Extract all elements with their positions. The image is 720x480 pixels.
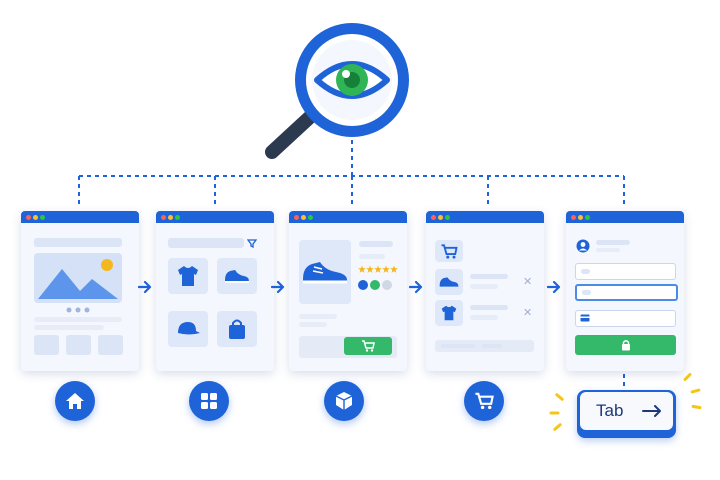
color-swatches[interactable] — [358, 279, 394, 291]
cart-item-thumbnail — [435, 269, 463, 295]
cart-item-text — [470, 305, 508, 310]
checkout-page-window — [566, 211, 684, 371]
star-icon — [390, 265, 398, 273]
arrow-right-icon — [409, 280, 423, 294]
step-home — [55, 381, 95, 421]
filter-icon — [247, 239, 257, 248]
tile-placeholder — [98, 335, 123, 355]
name-field[interactable] — [575, 263, 676, 280]
title-placeholder — [359, 241, 393, 247]
magnifier-eye-icon — [265, 23, 409, 159]
star-icon — [374, 265, 382, 273]
address-field-focused[interactable] — [575, 284, 678, 301]
cart-item-text — [470, 274, 508, 279]
add-to-cart-button[interactable] — [344, 337, 392, 355]
home-icon — [66, 393, 84, 409]
swatch-gray[interactable] — [382, 280, 392, 290]
field-icon — [582, 290, 591, 295]
star-icon — [358, 265, 366, 273]
tshirt-icon — [178, 266, 198, 286]
window-titlebar — [426, 211, 544, 223]
grid-icon — [201, 393, 217, 409]
user-avatar-icon — [576, 239, 590, 253]
cart-item-thumbnail — [435, 300, 463, 326]
carousel-dots — [66, 307, 90, 313]
arrow-right-icon — [271, 280, 285, 294]
product-image — [299, 240, 351, 304]
product-tile-shoe — [217, 258, 257, 294]
sneaker-icon — [225, 270, 249, 283]
box-icon — [335, 392, 353, 410]
swatch-blue[interactable] — [358, 280, 368, 290]
tile-placeholder — [34, 335, 59, 355]
cart-icon — [441, 243, 458, 259]
cart-icon — [475, 392, 494, 410]
tshirt-icon — [441, 305, 457, 321]
user-info-placeholder — [596, 248, 620, 252]
product-tile-cap — [168, 311, 208, 347]
search-bar-placeholder — [168, 238, 244, 248]
arrow-right-icon — [547, 280, 561, 294]
rating-stars — [358, 265, 398, 273]
window-titlebar — [289, 211, 407, 223]
swatch-green[interactable] — [370, 280, 380, 290]
text-placeholder — [359, 254, 385, 259]
product-tile-shirt — [168, 258, 208, 294]
remove-item-icon[interactable]: ✕ — [523, 276, 533, 288]
hero-image — [34, 253, 122, 303]
step-product — [324, 381, 364, 421]
sneaker-icon — [439, 277, 459, 287]
cart-icon — [362, 340, 375, 352]
arrow-right-icon — [642, 405, 661, 417]
step-cart — [464, 381, 504, 421]
image-icon — [38, 259, 118, 299]
tile-placeholder — [66, 335, 91, 355]
cart-page-window: ✕ ✕ — [426, 211, 544, 371]
card-field[interactable] — [575, 310, 676, 327]
window-titlebar — [566, 211, 684, 223]
tab-key-label: Tab — [596, 401, 624, 420]
window-titlebar — [156, 211, 274, 223]
tab-key-cap: Tab — [580, 392, 673, 430]
secure-pay-button[interactable] — [575, 335, 676, 355]
user-name-placeholder — [596, 240, 630, 245]
sneaker-icon — [303, 262, 347, 284]
product-tile-bag — [217, 311, 257, 347]
shopping-bag-icon — [229, 319, 245, 339]
remove-item-icon[interactable]: ✕ — [523, 307, 533, 319]
header-placeholder — [34, 238, 122, 247]
tab-key: Tab — [577, 390, 676, 438]
lock-icon — [621, 340, 630, 351]
text-placeholder — [299, 314, 337, 319]
field-icon — [581, 269, 590, 274]
cart-item-text — [470, 315, 498, 320]
star-icon — [382, 265, 390, 273]
cart-item-text — [470, 284, 498, 289]
text-placeholder — [299, 322, 327, 327]
category-page-window — [156, 211, 274, 371]
text-placeholder — [34, 325, 104, 330]
cart-total-text — [441, 344, 475, 348]
cap-icon — [178, 322, 200, 335]
step-category — [189, 381, 229, 421]
arrow-right-icon — [138, 280, 152, 294]
star-icon — [366, 265, 374, 273]
cart-header-icon-box — [435, 240, 463, 262]
product-page-window — [289, 211, 407, 371]
credit-card-icon — [580, 314, 590, 322]
text-placeholder — [34, 317, 122, 322]
window-titlebar — [21, 211, 139, 223]
cart-total-text — [482, 344, 502, 348]
home-page-window — [21, 211, 139, 371]
